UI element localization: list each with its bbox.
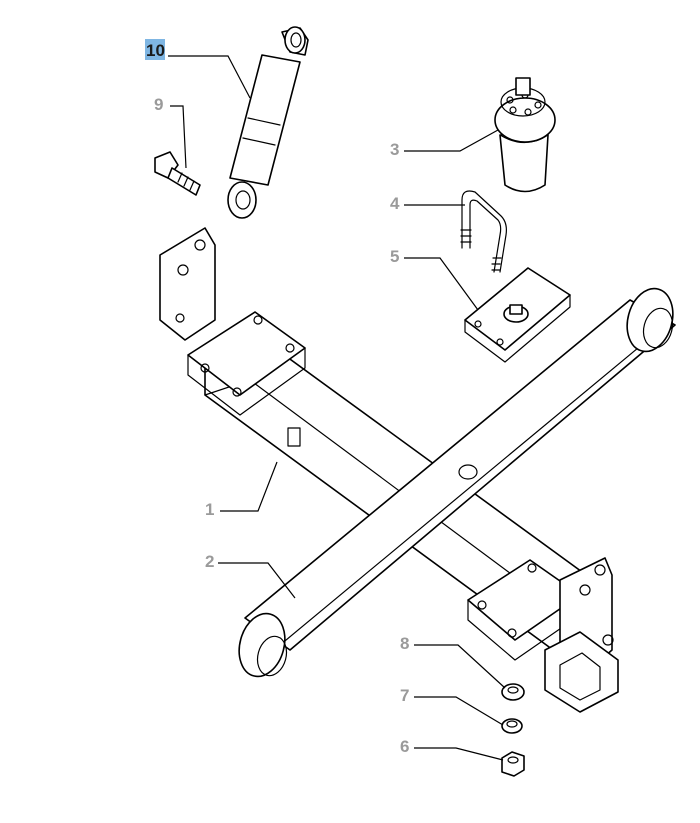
callout-10[interactable]: 10 (146, 41, 165, 60)
callout-2[interactable]: 2 (205, 552, 214, 571)
selected-callout-highlight (145, 39, 165, 60)
spring-clamp-plate-part[interactable] (464, 267, 571, 363)
flat-washer-part[interactable] (501, 683, 525, 701)
callout-5[interactable]: 5 (390, 247, 399, 266)
callout-9[interactable]: 9 (154, 95, 163, 114)
rubber-bump-stop-part[interactable] (494, 77, 556, 193)
leader-lines (168, 55, 506, 761)
shock-absorber-part[interactable] (227, 26, 309, 219)
u-bolt-part[interactable] (460, 190, 507, 273)
callout-7[interactable]: 7 (400, 686, 409, 705)
callout-3[interactable]: 3 (390, 140, 399, 159)
callout-4[interactable]: 4 (390, 194, 400, 213)
leaf-spring-part[interactable] (232, 283, 679, 681)
callout-1[interactable]: 1 (205, 500, 214, 519)
callout-6[interactable]: 6 (400, 737, 409, 756)
callout-8[interactable]: 8 (400, 634, 409, 653)
spring-washer-part[interactable] (501, 718, 523, 734)
bolt-part[interactable] (154, 151, 201, 196)
nut-part[interactable] (501, 751, 525, 777)
